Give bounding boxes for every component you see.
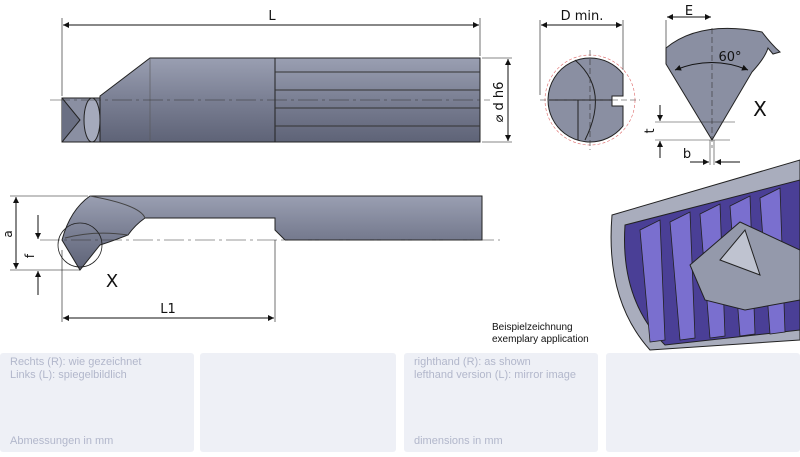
application-illustration bbox=[610, 159, 800, 351]
caption-de: Beispielzeichnung bbox=[492, 322, 573, 333]
label-L1: L1 bbox=[160, 302, 176, 317]
panel-empty-2 bbox=[606, 353, 800, 452]
panel-en-line1: righthand (R): as shown bbox=[414, 356, 531, 368]
label-D-min: D min. bbox=[561, 9, 604, 24]
label-t: t bbox=[643, 128, 658, 133]
label-L: L bbox=[268, 9, 276, 24]
panel-de-line1: Rechts (R): wie gezeichnet bbox=[10, 356, 142, 368]
caption-en: exemplary application bbox=[492, 334, 589, 345]
caption: Beispielzeichnung exemplary application bbox=[492, 322, 589, 346]
panel-de-line2: Links (L): spiegelbildlich bbox=[10, 369, 127, 381]
panel-en-line2: lefthand version (L): mirror image bbox=[414, 369, 577, 381]
tool-side-view bbox=[10, 195, 500, 322]
label-f: f bbox=[23, 253, 37, 258]
detail-x-view bbox=[655, 14, 782, 165]
tool-top-view bbox=[50, 57, 490, 143]
panel-en-footer: dimensions in mm bbox=[414, 435, 503, 447]
panel-empty-1 bbox=[200, 353, 396, 452]
dimension-L bbox=[61, 18, 481, 96]
label-a: a bbox=[1, 230, 15, 237]
tool-end-view bbox=[539, 20, 640, 150]
label-E: E bbox=[685, 4, 693, 19]
dimension-d-h6 bbox=[482, 57, 512, 143]
panel-en: righthand (R): as shown lefthand version… bbox=[404, 353, 598, 452]
label-angle: 60° bbox=[718, 50, 741, 65]
panel-de: Rechts (R): wie gezeichnet Links (L): sp… bbox=[0, 353, 194, 452]
label-b: b bbox=[683, 147, 691, 162]
panel-de-footer: Abmessungen in mm bbox=[10, 435, 114, 447]
label-x-side: X bbox=[106, 271, 118, 292]
label-d-h6: ⌀ d h6 bbox=[492, 82, 507, 123]
label-x-detail: X bbox=[753, 97, 767, 121]
